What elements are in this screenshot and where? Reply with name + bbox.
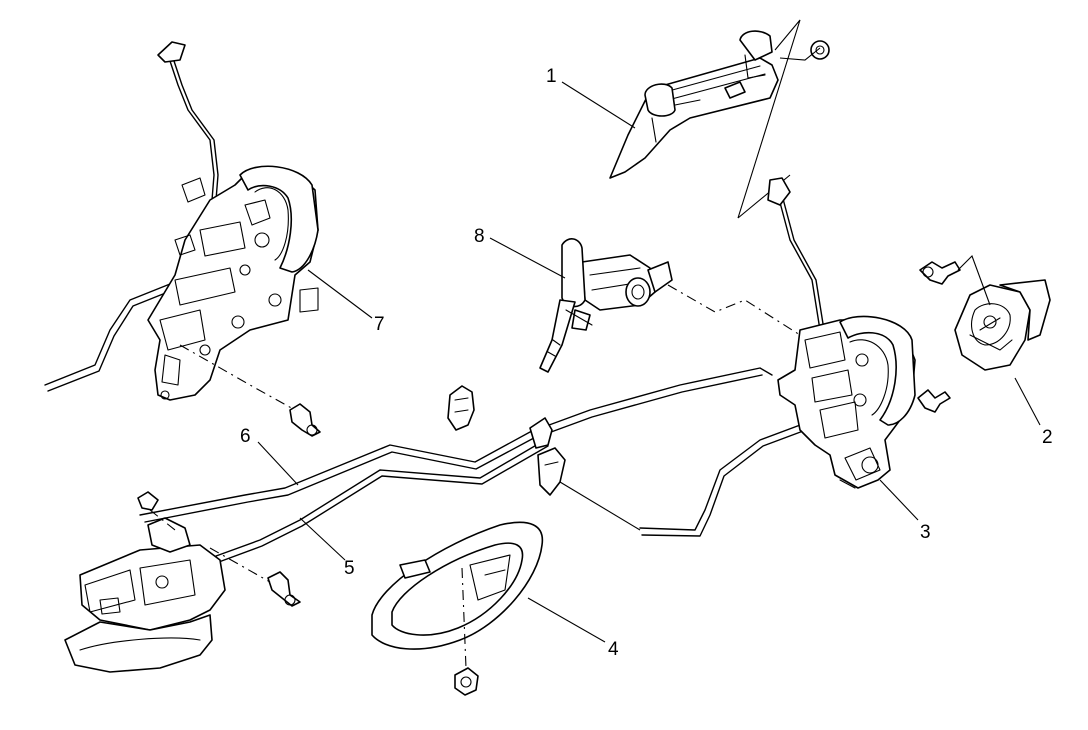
key-cylinder-dash-line xyxy=(667,284,801,336)
rod-rear-upper xyxy=(167,54,219,201)
callout-4: 4 xyxy=(608,639,619,660)
callout-6: 6 xyxy=(240,426,251,447)
outside-handle-part xyxy=(609,30,830,179)
leader-6 xyxy=(257,441,299,486)
leader-4 xyxy=(527,597,606,643)
rod-5 xyxy=(204,439,549,567)
rear-lock-dash-line xyxy=(179,344,296,411)
striker-screw-leader xyxy=(957,255,991,306)
callout-1: 1 xyxy=(546,66,557,87)
rear-inside-handle-part xyxy=(64,491,301,673)
callout-5: 5 xyxy=(344,558,355,579)
leader-1 xyxy=(561,81,636,129)
leader-8 xyxy=(489,237,566,279)
callout-leaders xyxy=(257,81,1041,643)
leader-5 xyxy=(299,517,346,561)
leader-3 xyxy=(879,479,919,521)
rod-clips xyxy=(447,385,641,531)
rear-lock-part xyxy=(147,41,321,437)
front-latch-part xyxy=(767,177,951,489)
callout-labels: 1 2 3 4 5 6 7 8 xyxy=(240,66,1053,660)
front-inside-handle-part xyxy=(371,521,544,696)
leader-7 xyxy=(307,269,373,319)
callout-8: 8 xyxy=(474,226,485,247)
rod-front-lower xyxy=(639,411,839,537)
callout-2: 2 xyxy=(1042,427,1053,448)
leader-2 xyxy=(1014,377,1041,426)
callout-7: 7 xyxy=(374,314,385,335)
rod-upper-long xyxy=(139,367,773,523)
key-cylinder-part xyxy=(539,238,673,373)
front-handle-screw-dash xyxy=(461,567,467,669)
striker-part xyxy=(919,261,1051,371)
rear-handle-dash-line-2 xyxy=(149,509,176,531)
callout-3: 3 xyxy=(920,522,931,543)
